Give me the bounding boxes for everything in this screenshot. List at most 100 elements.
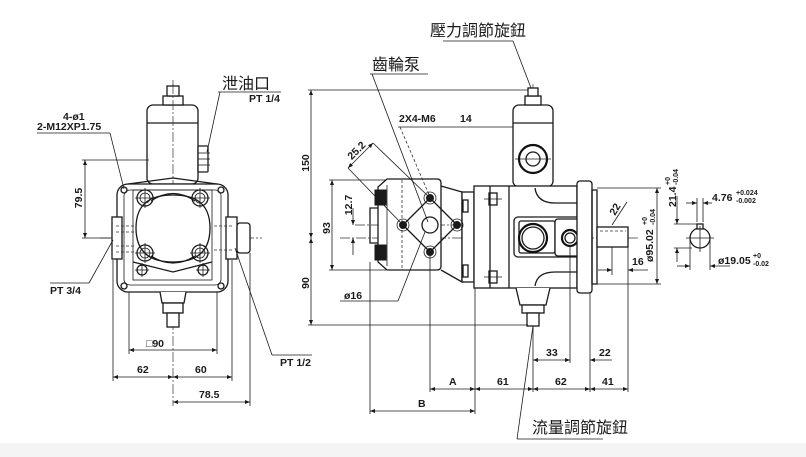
- flange-outline: [116, 183, 229, 293]
- outlet-port-callout: PT 1/2: [234, 247, 312, 369]
- pilot-boss: [591, 189, 598, 285]
- bolt: [190, 243, 210, 263]
- dim-lower-height: 90: [300, 238, 528, 326]
- dim-key-width: 4.76 +0.024 -0.002: [686, 190, 758, 222]
- small-hole: [196, 263, 210, 277]
- dim-95-02-label: ø95.02: [644, 229, 656, 262]
- dim-square-90-label: □90: [146, 338, 164, 350]
- gear-pump-coupling: [369, 207, 378, 244]
- flow-knob-screw: [526, 312, 540, 327]
- dimension-line: [611, 201, 628, 226]
- vane-pump-body: [473, 180, 629, 327]
- dim-12-7-label: 12.7: [343, 195, 355, 216]
- mount-thread-label: 2-M12XP1.75: [37, 121, 101, 133]
- valve-cylinder: [146, 104, 199, 185]
- dimension-line: [347, 142, 374, 169]
- main-port-inner: [521, 226, 545, 250]
- pressure-knob-label: 壓力調節旋鈕: [430, 21, 526, 40]
- dim-key-height: 21.4 +0 -0.04: [665, 169, 698, 262]
- dim-b-label: B: [418, 398, 426, 410]
- dim-16-label: 16: [632, 256, 644, 268]
- gear-pump-body: [377, 178, 442, 271]
- mounting-hole: [217, 186, 225, 194]
- diamond-bolt-ring: [423, 191, 437, 205]
- flow-knob-nut: [162, 302, 184, 314]
- dim-93-label: 93: [321, 222, 333, 234]
- extension-line: [347, 167, 402, 224]
- flow-knob-nut: [521, 304, 545, 314]
- leader-line: [234, 247, 273, 356]
- diamond-bolt: [426, 194, 434, 202]
- tolerance-upper: +0: [642, 217, 649, 225]
- extension-line: [372, 142, 429, 197]
- shaft-cross-section: 21.4 +0 -0.04 4.76 +0.024 -0.002 ø19.05 …: [665, 169, 769, 270]
- dim-25-2-label: 25.2: [345, 139, 368, 162]
- dim-61-label: 61: [497, 376, 509, 388]
- tolerance-lower: -0.002: [736, 198, 756, 205]
- mounting-hole: [120, 186, 128, 194]
- key-height-text: 21.4 +0 -0.04: [665, 169, 680, 207]
- body-fillet-lower: [534, 271, 577, 287]
- dim-79-5-label: 79.5: [73, 188, 85, 209]
- pump-flange-body: [111, 177, 251, 328]
- diamond-bolt-ring: [450, 218, 464, 232]
- dim-shaft-key: 22: [607, 201, 628, 226]
- leader-line: [206, 91, 221, 153]
- leader-line: [397, 231, 426, 302]
- bottom-band: [0, 443, 806, 457]
- leader-line: [88, 239, 114, 284]
- diamond-bolt: [399, 221, 407, 229]
- mounting-hole: [120, 282, 128, 290]
- mounting-hole: [217, 282, 225, 290]
- bolt: [135, 243, 155, 263]
- drain-port-label: 泄油口: [222, 74, 270, 93]
- small-hole: [135, 263, 149, 277]
- dim-a-label: A: [449, 376, 457, 388]
- inlet-port-callout: PT 3/4: [50, 239, 114, 297]
- tapped-holes-label: 2X4-M6: [399, 113, 436, 125]
- dim-gear-pump-height: 93: [321, 179, 386, 271]
- dim-upper-height: 150: [300, 89, 528, 238]
- bore-label: ø16: [344, 290, 362, 302]
- tolerance-lower: -0.02: [753, 261, 769, 268]
- coupling-block-lower: [374, 244, 387, 261]
- dim-60-label: 60: [195, 364, 207, 376]
- dim-33-label: 33: [546, 347, 558, 359]
- mounting-flange: [576, 180, 593, 294]
- coupling-block-upper: [374, 189, 387, 206]
- gear-pump-callout: 齒輪泵: [370, 55, 429, 223]
- horizontal-dimensions: A 61 62 41 B 33 22: [369, 246, 628, 414]
- bolt: [190, 188, 210, 208]
- tolerance-upper: +0: [665, 177, 672, 185]
- adapter-plate: [440, 185, 463, 284]
- drain-port: [197, 145, 210, 173]
- left-view: 4-ø1 2-M12XP1.75 泄油口 PT 1/4 PT 3/4 PT 1/…: [37, 74, 312, 406]
- pressure-knob-nut: [524, 95, 542, 106]
- pressure-knob-screw: [527, 87, 539, 97]
- dim-19-05-label: ø19.05: [718, 255, 751, 267]
- tolerance-upper: +0: [753, 253, 761, 260]
- bolt: [135, 188, 155, 208]
- pilot-diameter-text: ø95.02 +0 -0.04: [642, 209, 657, 262]
- dim-78-5-label: 78.5: [199, 389, 220, 401]
- outlet-port-boss: [225, 216, 238, 260]
- diamond-bolt-ring: [396, 218, 410, 232]
- tapped-holes-callout: 2X4-M6 14: [398, 113, 513, 198]
- inlet-port-label: PT 3/4: [50, 285, 81, 297]
- tolerance-upper: +0.024: [736, 190, 758, 197]
- shaft-bore: [421, 216, 439, 234]
- flange-top-chevron: [127, 177, 218, 185]
- drain-port-thread-label: PT 1/4: [249, 93, 280, 105]
- bottom-chevron: [132, 261, 213, 273]
- main-port-outer: [517, 222, 549, 254]
- bore-callout: ø16: [340, 231, 426, 302]
- mount-holes-label: 4-ø1: [63, 111, 85, 123]
- flow-knob-screw: [166, 312, 180, 328]
- dim-gear-offset: 12.7: [343, 195, 355, 255]
- oval-bottom-arc: [150, 255, 196, 264]
- dim-flange-square: □90: [128, 292, 218, 354]
- flow-port-inner: [564, 232, 576, 244]
- gear-pump-label: 齒輪泵: [372, 55, 420, 74]
